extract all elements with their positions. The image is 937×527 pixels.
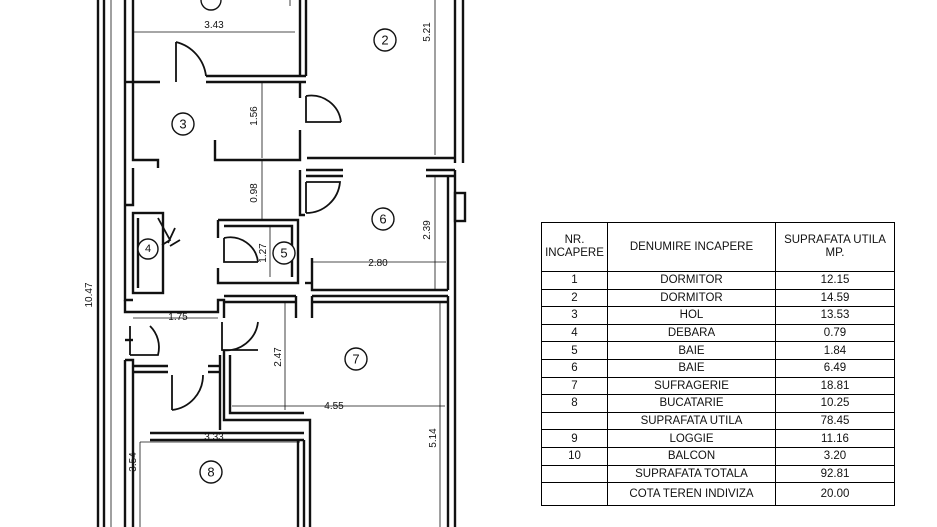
cell-area: 78.45	[775, 411, 895, 431]
cell-area: 1.84	[775, 341, 895, 360]
dim-room2-height: 5.21	[422, 22, 433, 42]
cell-nr: 1	[541, 271, 608, 290]
cell-nr	[541, 464, 608, 484]
room-number-3: 3	[179, 117, 186, 132]
cell-name: DORMITOR	[607, 271, 776, 290]
cell-name: SUPRAFATA UTILA	[607, 411, 776, 431]
dim-room7-height: 2.47	[273, 347, 284, 367]
cell-nr	[541, 482, 608, 507]
dim-room7-right-height: 5.14	[428, 428, 439, 448]
cell-area: 13.53	[775, 306, 895, 325]
dim-corridor-width: 1.75	[168, 312, 188, 323]
walls	[96, 0, 467, 527]
cell-name: BALCON	[607, 446, 776, 466]
cell-name: HOL	[607, 306, 776, 325]
room-number-6: 6	[379, 212, 386, 227]
dimension-lines	[110, 0, 446, 527]
room-number-7: 7	[352, 352, 359, 367]
cell-name: DORMITOR	[607, 288, 776, 308]
cell-area: 11.16	[775, 429, 895, 448]
cell-area: 14.59	[775, 288, 895, 308]
cell-nr: 5	[541, 341, 608, 360]
room-markers	[137, 0, 397, 484]
cell-nr: 7	[541, 376, 608, 396]
dim-room3-height: 1.56	[249, 106, 260, 126]
dim-room5-height: 1.27	[258, 243, 269, 263]
cell-nr: 4	[541, 323, 608, 343]
cell-area: 18.81	[775, 376, 895, 396]
room-numbers: 2 3 4 5 6 7 8	[145, 33, 389, 480]
cell-name: COTA TEREN INDIVIZA	[607, 482, 776, 507]
cell-name: DEBARA	[607, 323, 776, 343]
header-usable-area: SUPRAFATA UTILA MP.	[775, 222, 895, 272]
header-room-number: NR. INCAPERE	[541, 222, 608, 272]
cell-nr: 3	[541, 306, 608, 325]
cell-area: 0.79	[775, 323, 895, 343]
dim-hall-height: 0.98	[249, 183, 260, 203]
cell-nr: 10	[541, 446, 608, 466]
cell-nr: 6	[541, 358, 608, 378]
cell-name: BAIE	[607, 358, 776, 378]
cell-area: 12.15	[775, 271, 895, 290]
cell-nr: 2	[541, 288, 608, 308]
cell-nr: 8	[541, 394, 608, 413]
cell-nr	[541, 411, 608, 431]
cell-area: 20.00	[775, 482, 895, 507]
dim-room6-height: 2.39	[422, 220, 433, 240]
dim-room8-width: 3.33	[204, 432, 224, 443]
dimension-labels: 10.47 3.43 5.21 1.56 0.98 2.39 2.80 1.27…	[84, 20, 439, 472]
cell-area: 6.49	[775, 358, 895, 378]
cell-name: BAIE	[607, 341, 776, 360]
dim-room6-width: 2.80	[368, 258, 388, 269]
cell-name: SUFRAGERIE	[607, 376, 776, 396]
room-number-2: 2	[381, 33, 388, 48]
room-number-4: 4	[145, 243, 151, 255]
dim-room7-width: 4.55	[324, 401, 344, 412]
room-area-table: NR. INCAPERE DENUMIRE INCAPERE SUPRAFATA…	[541, 222, 895, 507]
room-number-5: 5	[280, 246, 287, 261]
dim-total-height: 10.47	[84, 282, 95, 307]
doors	[129, 41, 342, 411]
table-header-row: NR. INCAPERE DENUMIRE INCAPERE SUPRAFATA…	[541, 222, 895, 272]
dim-room8-height: 3.54	[128, 452, 139, 472]
header-room-name: DENUMIRE INCAPERE	[607, 222, 776, 272]
cell-name: LOGGIE	[607, 429, 776, 448]
cell-area: 92.81	[775, 464, 895, 484]
cell-name: BUCATARIE	[607, 394, 776, 413]
cell-area: 10.25	[775, 394, 895, 413]
room-number-8: 8	[207, 465, 214, 480]
cell-nr: 9	[541, 429, 608, 448]
dim-room1-width: 3.43	[204, 20, 224, 31]
cell-area: 3.20	[775, 446, 895, 466]
cell-name: SUPRAFATA TOTALA	[607, 464, 776, 484]
